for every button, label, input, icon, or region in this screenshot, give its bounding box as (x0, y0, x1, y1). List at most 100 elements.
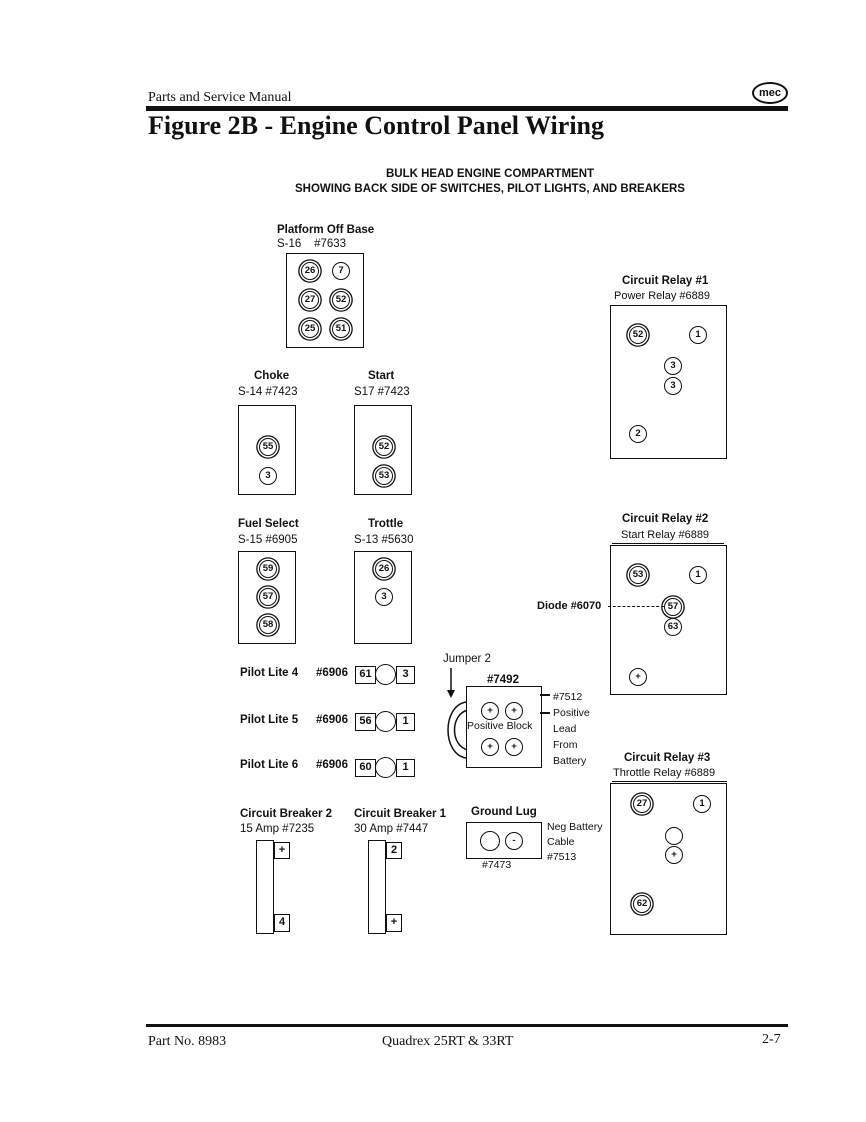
breaker-1-top-terminal: 2 (386, 842, 402, 859)
breaker-1-part: 30 Amp #7447 (354, 823, 429, 835)
positive-lead-callout: #7512 Positive Lead From Battery (553, 689, 590, 769)
plus-terminal: + (505, 738, 523, 756)
terminal: 58 (259, 616, 277, 634)
terminal: 3 (375, 588, 393, 606)
footer-model: Quadrex 25RT & 33RT (382, 1034, 514, 1049)
start-part: S17 #7423 (354, 386, 410, 398)
breaker-2-part: 15 Amp #7235 (240, 823, 315, 835)
terminal: 62 (633, 895, 651, 913)
diode-lead (608, 606, 664, 607)
pilot-lite-5-label: Pilot Lite 5 (240, 714, 299, 726)
relay-2-underline (612, 543, 724, 545)
platform-title: Platform Off Base (277, 224, 375, 236)
platform-part: S-16 #7633 (277, 238, 347, 250)
terminal: 52 (332, 291, 350, 309)
pilot-lite-5-part: #6906 (316, 714, 348, 726)
plus-terminal: + (481, 702, 499, 720)
jumper-wire-drawing (447, 668, 469, 759)
jumper-loop-outer (447, 701, 467, 759)
caption-line-2: SHOWING BACK SIDE OF SWITCHES, PILOT LIG… (295, 183, 685, 195)
ground-lug-title: Ground Lug (471, 806, 537, 818)
terminal: 57 (259, 588, 277, 606)
pilot-lite-right: 1 (396, 759, 415, 777)
breaker-2-title: Circuit Breaker 2 (240, 808, 333, 820)
pilot-lite-4-part: #6906 (316, 667, 348, 679)
terminal: 51 (332, 320, 350, 338)
breaker-1-body (368, 840, 386, 934)
choke-part: S-14 #7423 (238, 386, 298, 398)
terminal: 3 (664, 377, 682, 395)
pilot-lite-4-label: Pilot Lite 4 (240, 667, 299, 679)
relay-3-title: Circuit Relay #3 (624, 752, 711, 764)
jumper-part: #7492 (487, 674, 519, 686)
start-title: Start (368, 370, 395, 382)
terminal: 3 (664, 357, 682, 375)
positive-block-label: Positive Block (467, 720, 533, 732)
choke-title: Choke (254, 370, 290, 382)
pilot-lite-left: 60 (355, 759, 376, 777)
callout-leader (540, 712, 550, 714)
relay-2-part: Start Relay #6889 (621, 529, 710, 541)
pilot-lamp-icon (375, 711, 396, 732)
pilot-lite-left: 56 (355, 713, 376, 731)
ground-lug-part: #7473 (482, 859, 512, 871)
terminal: 26 (375, 560, 393, 578)
ground-lug-block (466, 822, 542, 859)
callout-line: Battery (553, 755, 587, 767)
relay-1-part: Power Relay #6889 (614, 290, 711, 302)
plus-terminal: + (481, 738, 499, 756)
terminal: 53 (629, 566, 647, 584)
terminal-blank (665, 827, 683, 845)
mec-logo: mec (752, 82, 788, 104)
terminal: 57 (664, 598, 682, 616)
fuel-select-title: Fuel Select (238, 518, 299, 530)
terminal: 3 (259, 467, 277, 485)
caption-line-1: BULK HEAD ENGINE COMPARTMENT (385, 168, 595, 180)
positive-block (466, 686, 542, 768)
callout-leader (540, 694, 550, 696)
terminal: 25 (301, 320, 319, 338)
terminal: 55 (259, 438, 277, 456)
breaker-2-top-terminal: + (274, 842, 290, 859)
lug-bolt-icon (480, 831, 500, 851)
terminal: 1 (689, 326, 707, 344)
terminal: 52 (629, 326, 647, 344)
pilot-lite-right: 1 (396, 713, 415, 731)
footer-page-number: 2-7 (762, 1032, 781, 1047)
terminal: 53 (375, 467, 393, 485)
terminal: 27 (301, 291, 319, 309)
trottle-part: S-13 #5630 (354, 534, 414, 546)
terminal: 1 (693, 795, 711, 813)
terminal: 2 (629, 425, 647, 443)
pilot-lite-left: 61 (355, 666, 376, 684)
minus-terminal: - (505, 832, 523, 850)
pilot-lamp-icon (375, 757, 396, 778)
diagram-caption: BULK HEAD ENGINE COMPARTMENT SHOWING BAC… (240, 167, 740, 197)
callout-line: #7513 (547, 851, 577, 863)
breaker-1-title: Circuit Breaker 1 (354, 808, 447, 820)
callout-line: Positive (553, 707, 590, 719)
breaker-1-bottom-terminal: + (386, 914, 402, 932)
terminal: 7 (332, 262, 350, 280)
callout-line: Lead (553, 723, 577, 735)
breaker-2-body (256, 840, 274, 934)
jumper-arrow-head (447, 690, 455, 698)
relay-3-part: Throttle Relay #6889 (613, 767, 716, 779)
terminal: 59 (259, 560, 277, 578)
jumper-loop-inner (453, 709, 469, 751)
pilot-lite-right: 3 (396, 666, 415, 684)
relay-2-title: Circuit Relay #2 (622, 513, 709, 525)
callout-line: #7512 (553, 691, 583, 703)
callout-line: Neg Battery (547, 821, 603, 833)
header-rule (146, 106, 788, 111)
terminal: 63 (664, 618, 682, 636)
diode-label: Diode #6070 (537, 600, 602, 612)
footer-part-no: Part No. 8983 (148, 1034, 227, 1049)
terminal: 52 (375, 438, 393, 456)
callout-line: Cable (547, 836, 575, 848)
relay-3-underline (612, 781, 727, 783)
neg-cable-callout: Neg Battery Cable #7513 (547, 820, 602, 865)
fuel-select-part: S-15 #6905 (238, 534, 298, 546)
footer-rule (146, 1024, 788, 1027)
